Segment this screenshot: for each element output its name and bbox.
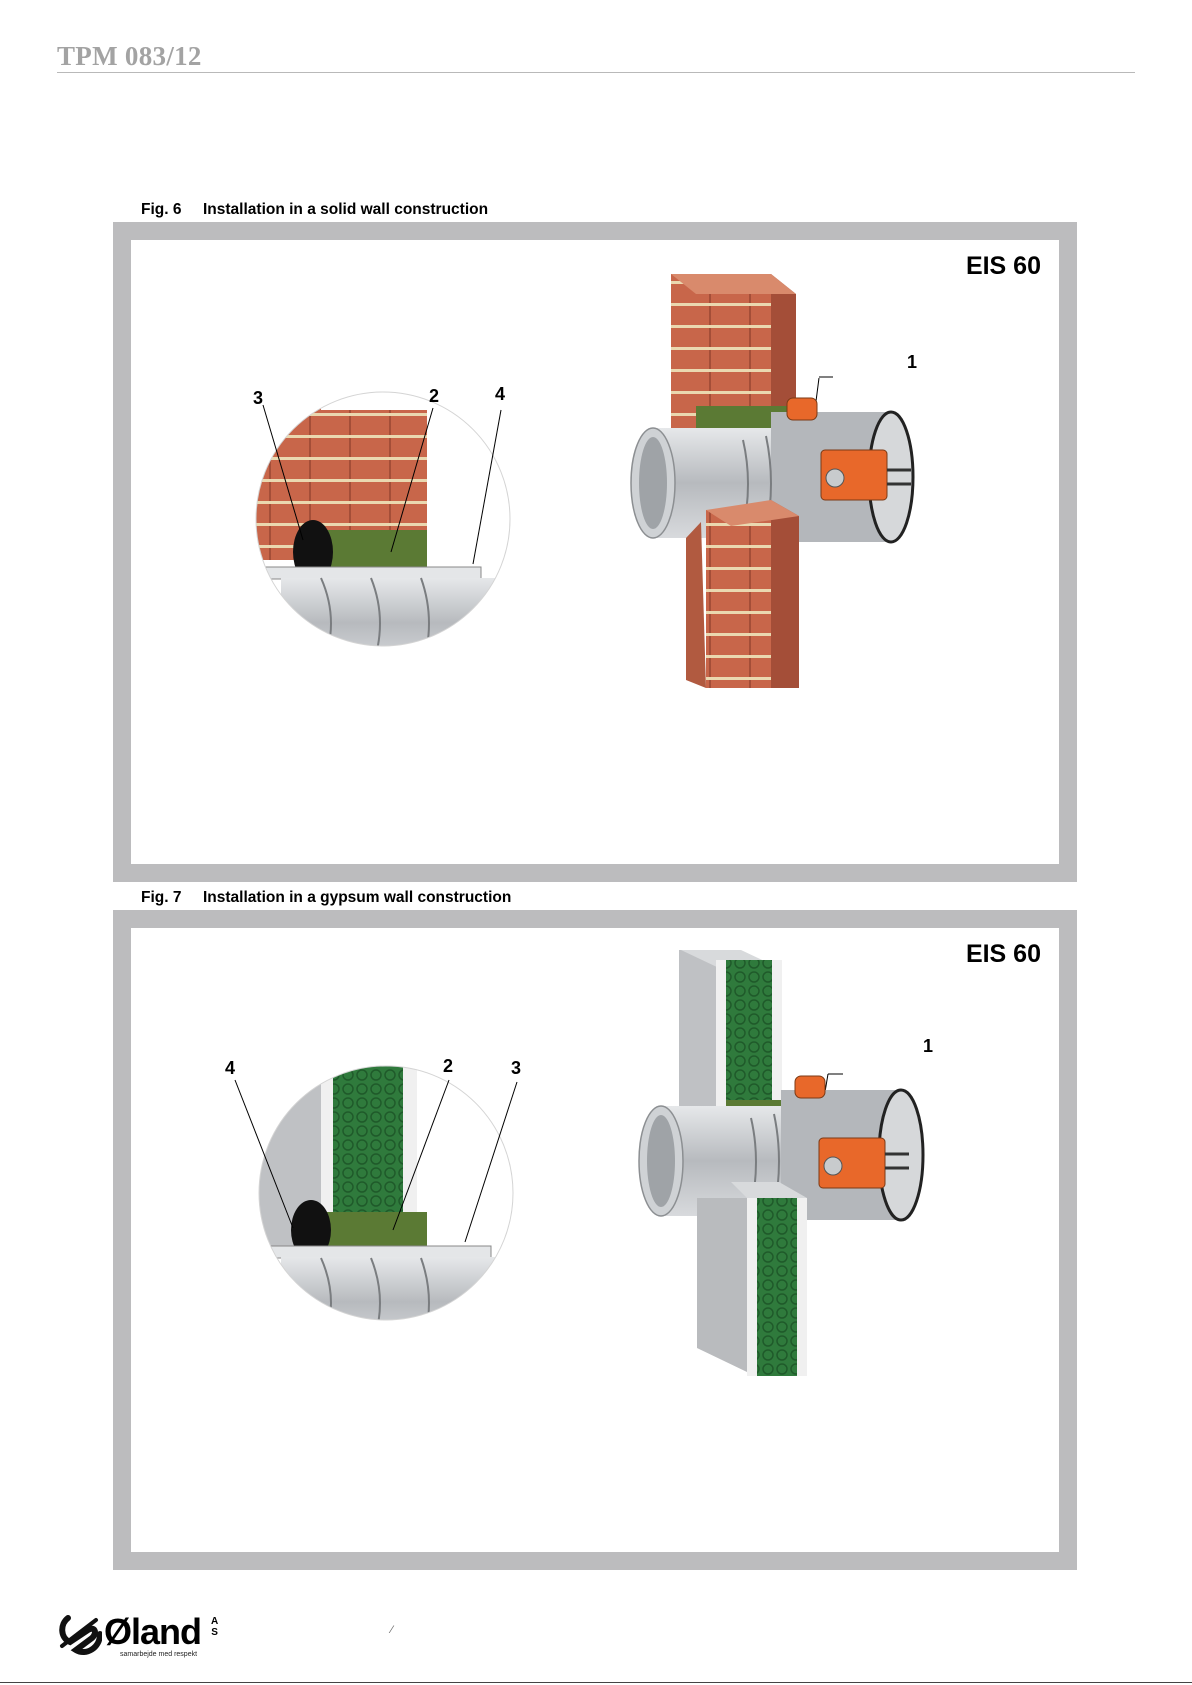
figure-6-detail-view — [251, 390, 521, 670]
figure-7-callout-1: 1 — [923, 1036, 933, 1057]
figure-7-callout-3: 3 — [511, 1058, 521, 1079]
brand-name: Øland — [104, 1612, 201, 1652]
figure-7-number: Fig. 7 — [141, 889, 203, 907]
brand-suffix: A S — [211, 1616, 218, 1638]
page-mark: ⁄ — [391, 1624, 393, 1636]
figure-7-detail-view — [251, 1058, 531, 1348]
figure-6-callout-4: 4 — [495, 384, 505, 405]
brand-tagline: samarbejde med respekt — [120, 1651, 197, 1658]
figure-6-number: Fig. 6 — [141, 201, 203, 219]
document-code: TPM 083/12 — [57, 41, 202, 71]
figure-7-frame: EIS 60 — [113, 910, 1077, 1570]
oland-logo-icon — [58, 1612, 102, 1658]
brand-suffix-bottom: S — [211, 1627, 218, 1638]
footer-brand: Øland A S samarbejde med respekt — [58, 1612, 258, 1662]
document-header: TPM 083/12 — [57, 40, 1135, 73]
bottom-rule — [0, 1682, 1192, 1683]
figure-6-illustration — [131, 240, 1059, 864]
brand-suffix-top: A — [211, 1616, 218, 1627]
figure-7-callout-4: 4 — [225, 1058, 235, 1079]
figure-6-title: Installation in a solid wall constructio… — [203, 201, 488, 218]
figure-6-callout-2: 2 — [429, 386, 439, 407]
figure-6-callout-1: 1 — [907, 352, 917, 373]
figure-6-frame: EIS 60 — [113, 222, 1077, 882]
figure-6-canvas: EIS 60 — [131, 240, 1059, 864]
figure-7-callout-2: 2 — [443, 1056, 453, 1077]
figure-7-illustration — [131, 928, 1059, 1552]
figure-7-title: Installation in a gypsum wall constructi… — [203, 889, 511, 906]
figure-6-callout-3: 3 — [253, 388, 263, 409]
figure-7-canvas: EIS 60 — [131, 928, 1059, 1552]
